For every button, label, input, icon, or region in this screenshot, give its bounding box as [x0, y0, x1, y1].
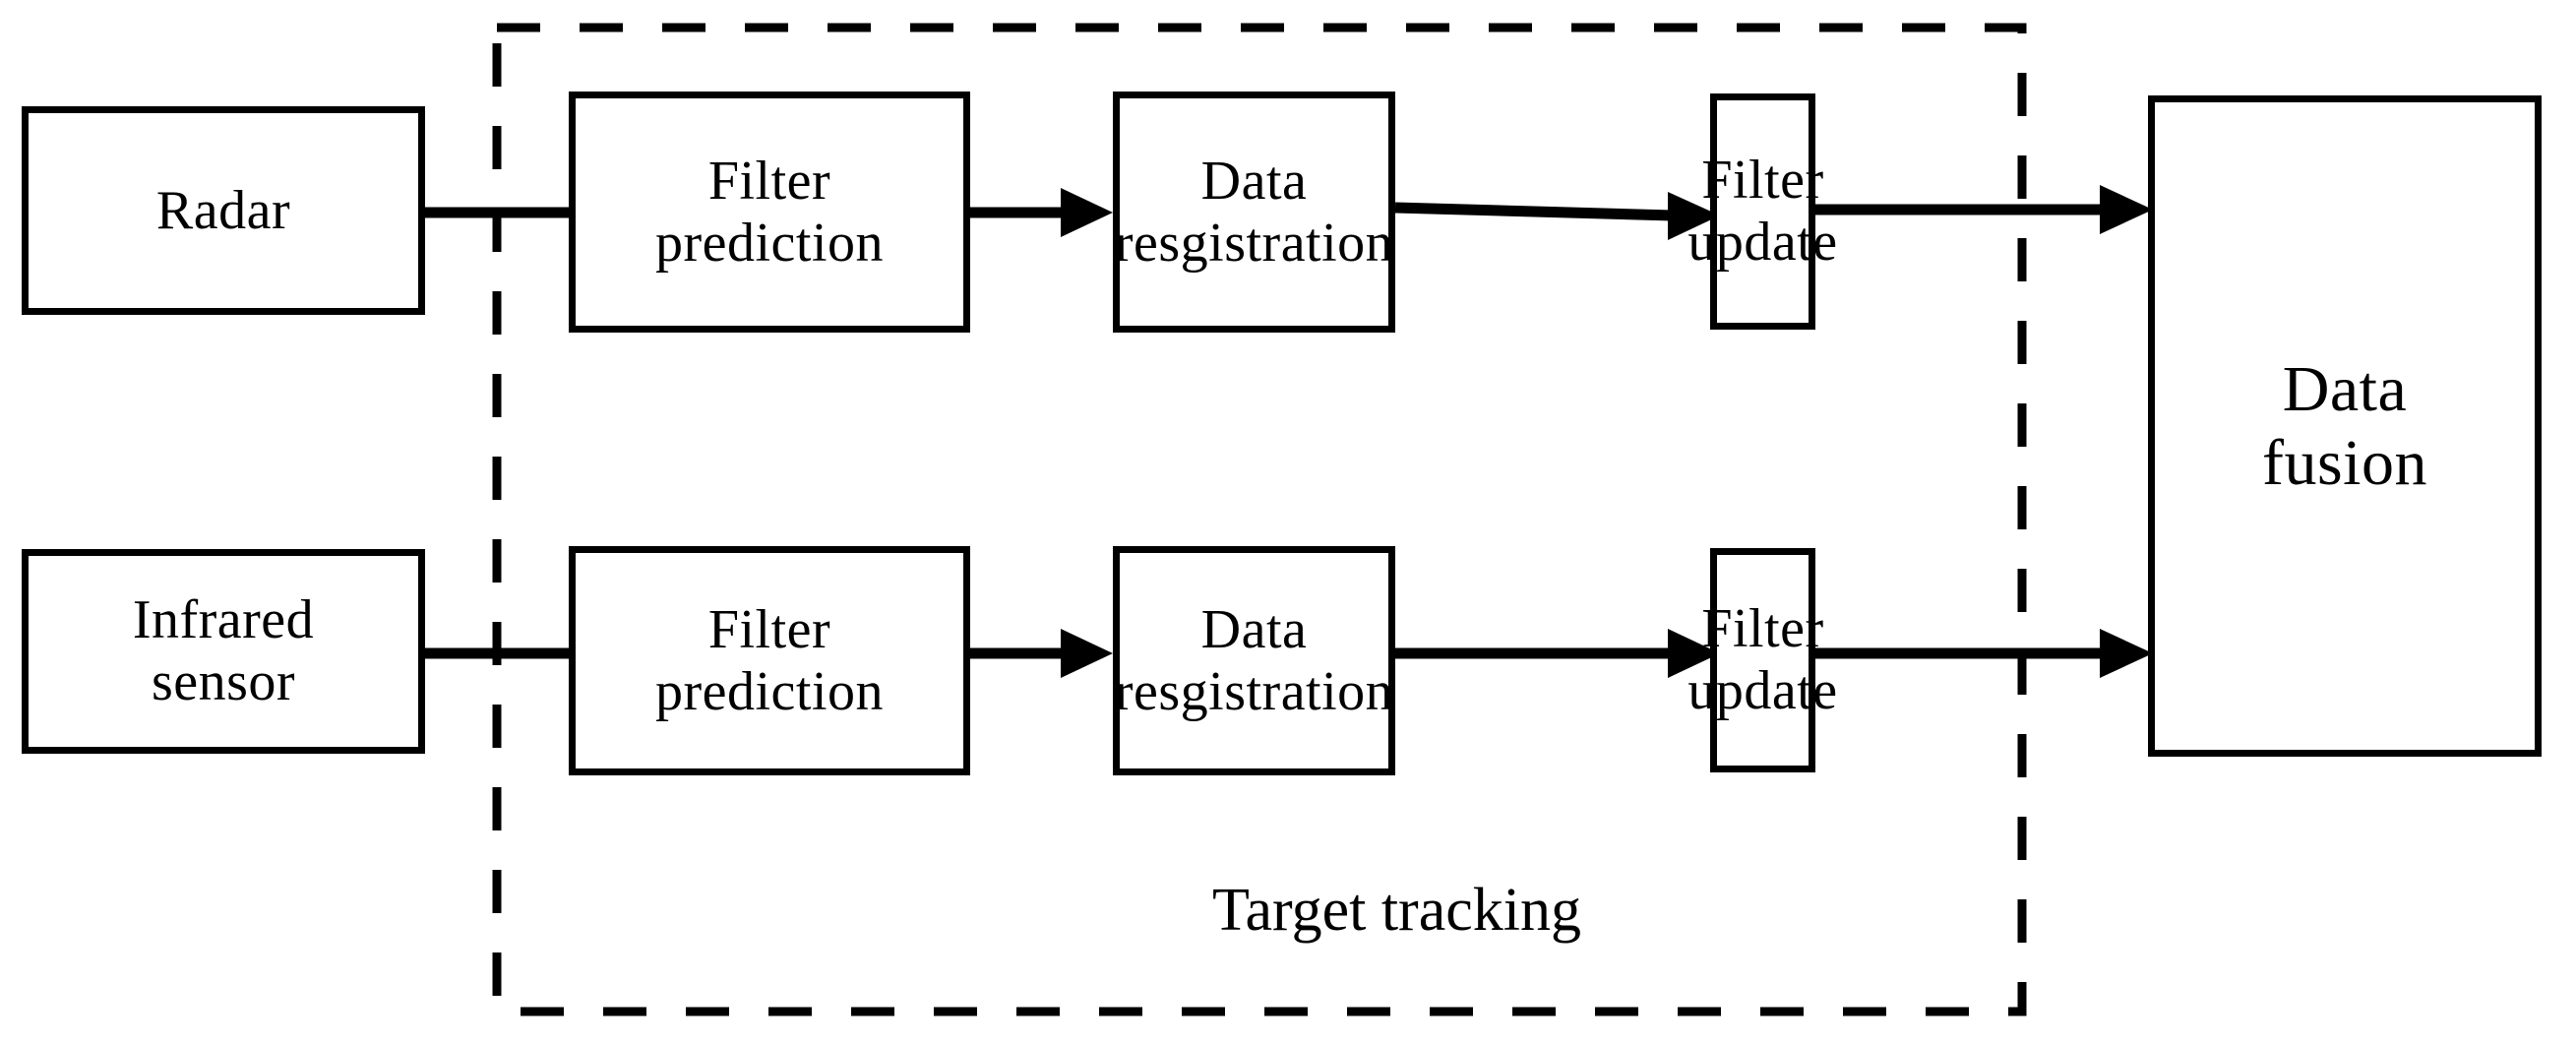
target-tracking-group-label: Target tracking: [1212, 877, 1581, 944]
node-radar[interactable]: Radar: [22, 106, 425, 315]
edge-filter-update-to-data-fusion-top: [1815, 185, 2153, 234]
node-filter-prediction-radar-label: Filter prediction: [654, 150, 885, 274]
target-tracking-group-border: [492, 23, 2027, 1016]
node-filter-prediction-infrared[interactable]: Filter prediction: [569, 546, 970, 775]
node-infrared-sensor[interactable]: Infrared sensor: [22, 549, 425, 754]
node-filter-update-infrared-label: Filter update: [1687, 598, 1838, 721]
edge-filter-prediction-to-data-registration-top: [970, 188, 1113, 237]
node-filter-prediction-infrared-label: Filter prediction: [654, 598, 885, 722]
node-filter-update-radar-label: Filter update: [1687, 150, 1838, 273]
edge-data-registration-to-filter-update-top: [1394, 192, 1720, 240]
node-radar-label: Radar: [155, 179, 291, 241]
node-data-registration-radar-label: Data resgistration: [1114, 150, 1394, 274]
node-filter-prediction-radar[interactable]: Filter prediction: [569, 92, 970, 333]
edge-data-registration-to-filter-update-bottom: [1395, 629, 1720, 678]
node-filter-update-radar[interactable]: Filter update: [1687, 93, 1837, 330]
node-filter-update-infrared[interactable]: Filter update: [1687, 548, 1837, 772]
node-data-registration-infrared[interactable]: Data resgistration: [1113, 546, 1395, 775]
node-data-registration-infrared-label: Data resgistration: [1114, 598, 1394, 722]
node-infrared-sensor-label: Infrared sensor: [132, 589, 315, 712]
edge-filter-update-to-data-fusion-bottom: [1815, 629, 2153, 678]
node-data-fusion-label: Data fusion: [2262, 352, 2427, 499]
node-data-fusion[interactable]: Data fusion: [2148, 95, 2542, 757]
node-data-registration-radar[interactable]: Data resgistration: [1113, 92, 1395, 333]
edge-filter-prediction-to-data-registration-bottom: [970, 629, 1113, 678]
